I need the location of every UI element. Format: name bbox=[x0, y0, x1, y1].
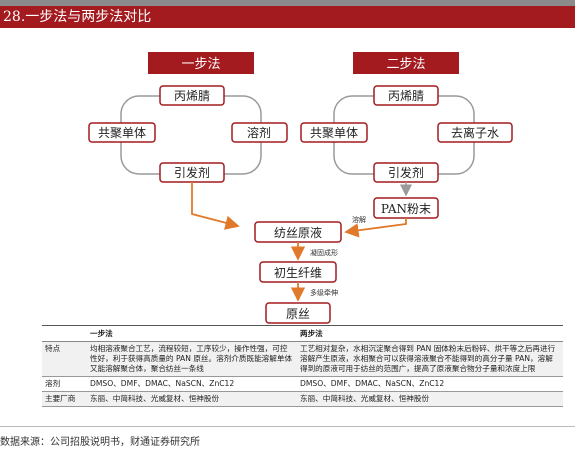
one-step-initiator: 引发剂 bbox=[174, 165, 210, 180]
table-cell: 主要厂商 bbox=[42, 391, 87, 407]
coagulation-label: 凝固成形 bbox=[310, 248, 338, 257]
source-note: 数据来源：公司招股说明书，财通证券研究所 bbox=[0, 437, 200, 448]
two-step-header-box bbox=[353, 52, 459, 74]
one-step-solvent: 溶剂 bbox=[247, 125, 271, 140]
precursor-box bbox=[265, 302, 331, 324]
spinning-dope: 纺丝原液 bbox=[274, 225, 322, 240]
table-row: 特点 均相溶液聚合工艺，流程较短，工序较少，操作性强，可控性好，利于获得高质量的… bbox=[42, 341, 563, 377]
table-row: 溶剂 DMSO、DMF、DMAC、NaSCN、ZnC12 DMSO、DMF、DM… bbox=[42, 376, 563, 392]
table-cell: 东丽、中简科技、光威复材、恒神股份 bbox=[87, 391, 297, 407]
two-step-comonomer: 共聚单体 bbox=[310, 126, 358, 140]
table-header-cell: 一步法 bbox=[87, 325, 297, 342]
figure-title-bar: 28.一步法与两步法对比 bbox=[0, 6, 575, 28]
dissolve-label: 溶解 bbox=[352, 215, 366, 224]
two-step-acrylonitrile: 丙烯腈 bbox=[388, 89, 424, 103]
one-step-header: 一步法 bbox=[181, 57, 220, 72]
table-header-row: 一步法 两步法 bbox=[42, 325, 563, 342]
table-cell: DMSO、DMF、DMAC、NaSCN、ZnC12 bbox=[297, 376, 563, 392]
table-cell: 均相溶液聚合工艺，流程较短，工序较少，操作性强，可控性好，利于获得高质量的 PA… bbox=[87, 341, 297, 377]
two-step-initiator: 引发剂 bbox=[388, 165, 424, 180]
one-step-acrylonitrile-box bbox=[159, 85, 225, 106]
nascent-fiber: 初生纤维 bbox=[274, 266, 322, 280]
one-step-header-box bbox=[148, 52, 254, 74]
table-header-cell bbox=[42, 325, 87, 342]
figure-title: 28.一步法与两步法对比 bbox=[3, 9, 152, 25]
pan-powder: PAN粉末 bbox=[381, 202, 431, 216]
comparison-table: 一步法 两步法 特点 均相溶液聚合工艺，流程较短，工序较少，操作性强，可控性好，… bbox=[42, 325, 563, 407]
two-step-header: 二步法 bbox=[386, 57, 425, 72]
table-cell: 工艺相对复杂，水相沉淀聚合得到 PAN 固体粉末后粉碎、烘干等之后再进行溶解产生… bbox=[297, 341, 563, 377]
two-step-comonomer-box bbox=[300, 122, 368, 143]
one-step-to-dope-arrow bbox=[191, 182, 240, 230]
one-step-solvent-box bbox=[231, 122, 288, 143]
table-cell: DMSO、DMF、DMAC、NaSCN、ZnC12 bbox=[87, 376, 297, 392]
two-step-acrylonitrile-box bbox=[373, 85, 439, 106]
stretch-label: 多级牵伸 bbox=[310, 288, 338, 297]
two-step-water: 去离子水 bbox=[451, 125, 499, 140]
table-cell: 溶剂 bbox=[42, 376, 87, 392]
source-divider bbox=[0, 426, 575, 427]
table-cell: 东丽、中简科技、光威复材、恒神股份 bbox=[297, 391, 563, 407]
table-cell: 特点 bbox=[42, 341, 87, 377]
top-strip bbox=[0, 0, 575, 6]
two-step-water-box bbox=[437, 122, 513, 143]
one-step-comonomer: 共聚单体 bbox=[98, 126, 146, 140]
one-step-comonomer-box bbox=[88, 122, 156, 143]
one-step-acrylonitrile: 丙烯腈 bbox=[174, 89, 210, 103]
table-row: 主要厂商 东丽、中简科技、光威复材、恒神股份 东丽、中简科技、光威复材、恒神股份 bbox=[42, 391, 563, 407]
precursor: 原丝 bbox=[286, 307, 310, 321]
powder-to-dope-arrow bbox=[344, 218, 407, 238]
process-diagram: 一步法 二步法 丙烯腈 共聚单体 溶剂 引发剂 丙烯腈 共聚单体 去离子水 引发… bbox=[88, 52, 513, 324]
table-header-cell: 两步法 bbox=[297, 325, 563, 342]
